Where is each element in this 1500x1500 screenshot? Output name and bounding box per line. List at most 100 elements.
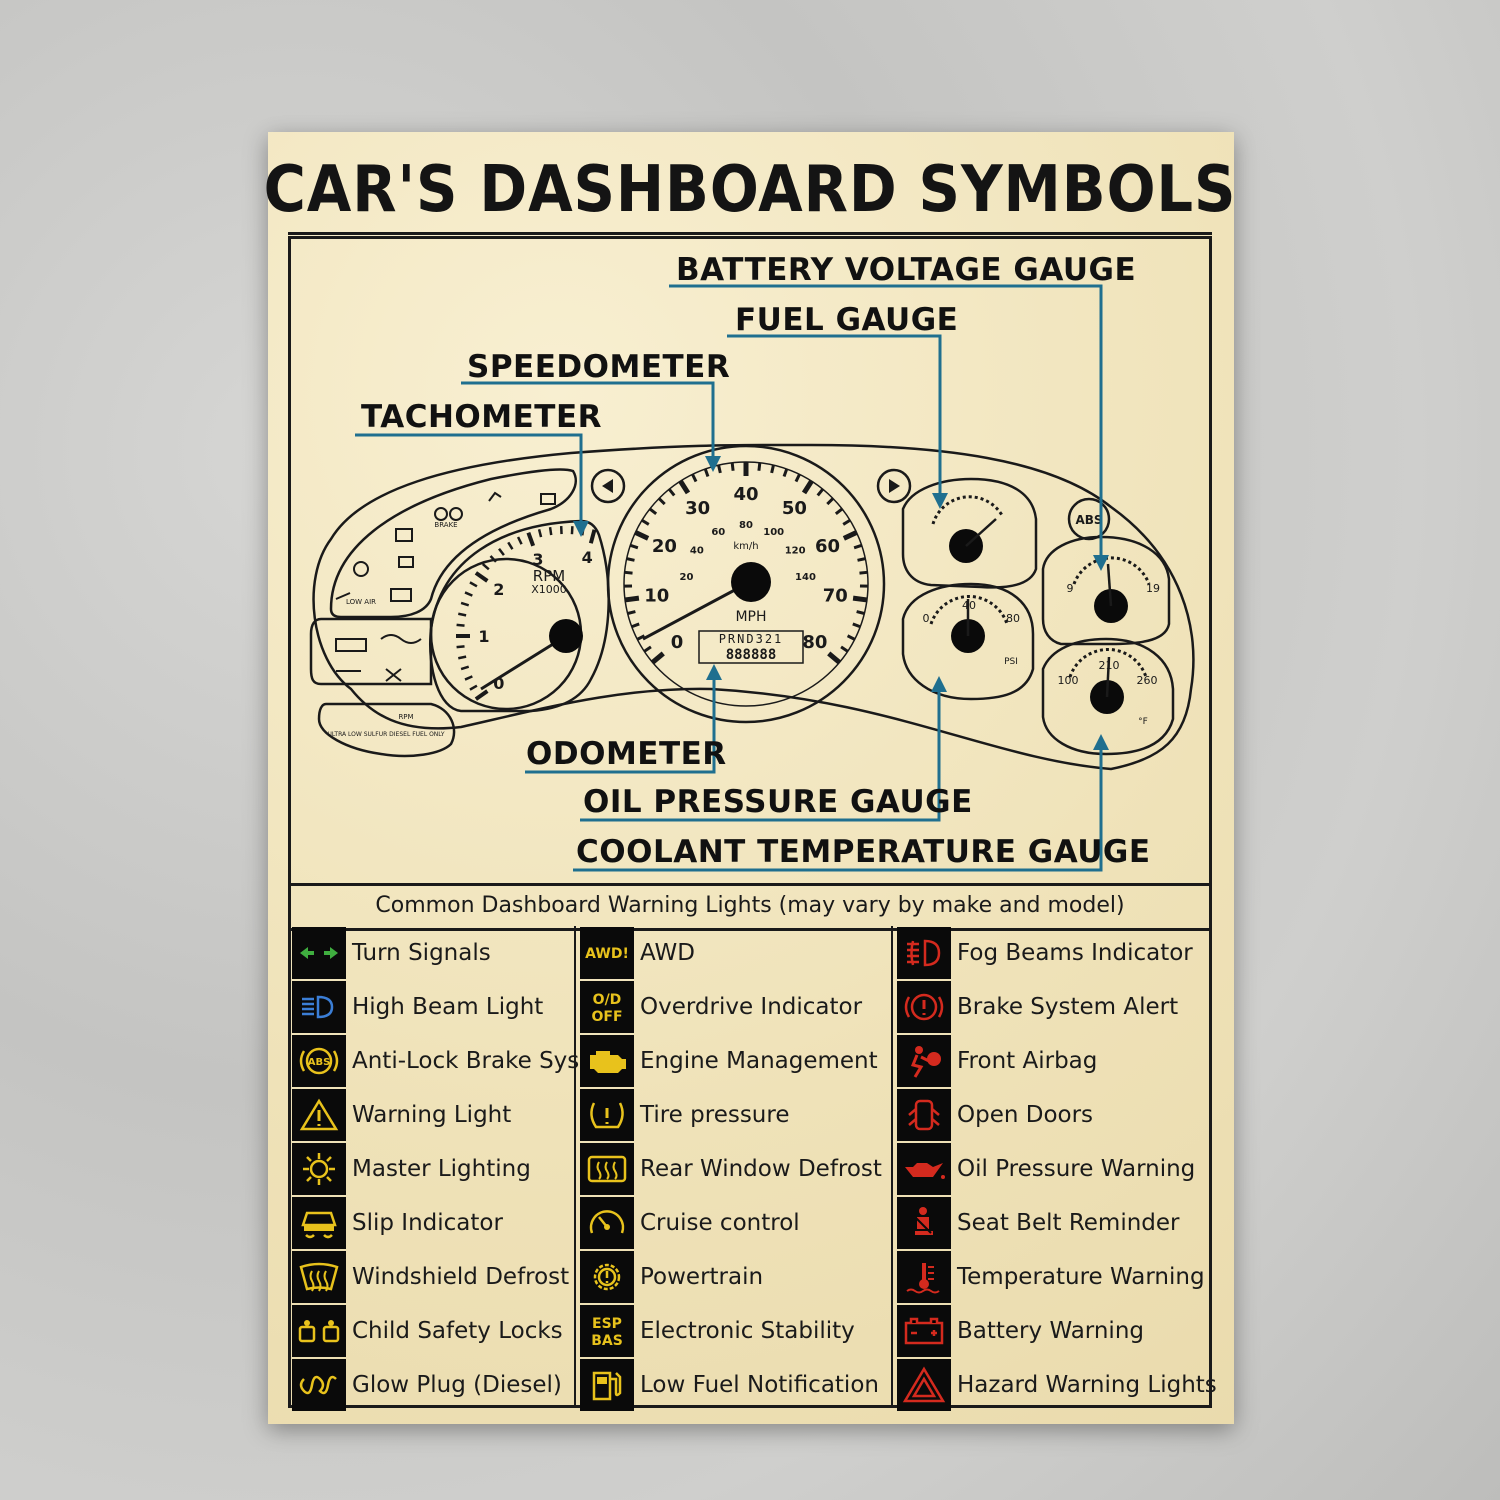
- rpm-multiplier: X1000: [531, 583, 567, 596]
- left-warning-panel: [329, 468, 577, 619]
- warning-label: Electronic Stability: [640, 1318, 855, 1344]
- speedometer-tick: [834, 507, 844, 515]
- kmh-label: 20: [680, 572, 694, 583]
- speedometer-tick: [842, 518, 851, 526]
- speedometer-tick: [816, 488, 824, 497]
- warning-label: Low Fuel Notification: [640, 1372, 879, 1398]
- warning-row: Windshield Defrost: [292, 1250, 569, 1304]
- powertrain-icon: [580, 1251, 634, 1303]
- svg-text:AWD!: AWD!: [585, 946, 629, 962]
- tachometer-tick: [489, 555, 497, 563]
- mph-unit: MPH: [735, 609, 766, 625]
- callout-speedometer: SPEEDOMETER: [467, 349, 731, 385]
- svg-text:ESP: ESP: [592, 1316, 622, 1332]
- panel-diesel: ULTRA LOW SULFUR DIESEL FUEL ONLY: [328, 731, 445, 738]
- speedometer-tick: [856, 610, 865, 615]
- speedometer-label: 30: [685, 498, 710, 519]
- speedometer-tick: [857, 557, 866, 562]
- brake-alert-icon: [897, 981, 951, 1033]
- warning-label: Child Safety Locks: [352, 1318, 563, 1344]
- tachometer-tick: [456, 623, 465, 627]
- speedometer-label: 80: [802, 632, 827, 653]
- warning-label: Slip Indicator: [352, 1210, 503, 1236]
- warning-label: Tire pressure: [640, 1102, 790, 1128]
- warning-label: High Beam Light: [352, 994, 544, 1020]
- warning-label: Seat Belt Reminder: [957, 1210, 1180, 1236]
- cruise-control-icon: [580, 1197, 634, 1249]
- warning-row: Battery Warning: [897, 1304, 1144, 1358]
- callout-battery-voltage: BATTERY VOLTAGE GAUGE: [676, 252, 1137, 288]
- warning-row: High Beam Light: [292, 980, 543, 1034]
- temperature-icon: [897, 1251, 951, 1303]
- warning-label: Front Airbag: [957, 1048, 1098, 1074]
- warning-label: Open Doors: [957, 1102, 1094, 1128]
- warning-row: Brake System Alert: [897, 980, 1178, 1034]
- warning-triangle-icon: [292, 1089, 346, 1141]
- speedometer-tick: [650, 651, 665, 665]
- speedometer-tick: [648, 507, 658, 515]
- warning-row: Child Safety Locks: [292, 1304, 563, 1358]
- speedometer-tick: [827, 651, 842, 665]
- warning-row: Fog Beams Indicator: [897, 926, 1193, 980]
- tachometer-tick: [526, 531, 536, 547]
- warning-label: Powertrain: [640, 1264, 764, 1290]
- poster: [268, 132, 1234, 1424]
- tachometer-tick: [481, 563, 490, 571]
- speedometer-hub: [731, 562, 771, 602]
- speedometer-tick: [846, 634, 856, 641]
- warning-label: Oil Pressure Warning: [957, 1156, 1196, 1182]
- tachometer-tick: [537, 529, 543, 538]
- fuel-pump-icon: [580, 1359, 634, 1411]
- warning-label: Overdrive Indicator: [640, 994, 863, 1020]
- warning-label: Rear Window Defrost: [640, 1156, 882, 1182]
- poster-frame: [288, 236, 1212, 1408]
- speedometer-ticks: [623, 462, 869, 665]
- speedometer-label: 60: [815, 536, 840, 557]
- tachometer-tick: [588, 529, 597, 544]
- windshield-defrost-icon: [292, 1251, 346, 1303]
- speedometer-tick: [626, 557, 635, 562]
- tachometer-tick: [464, 591, 473, 597]
- speedometer-tick: [757, 462, 762, 471]
- speedometer-tick: [730, 462, 735, 471]
- warning-row: Turn Signals: [292, 926, 491, 980]
- oil-max: 80: [1006, 612, 1020, 625]
- engine-icon: [580, 1035, 634, 1087]
- tachometer-label: 2: [493, 580, 504, 599]
- tachometer-tick: [460, 601, 470, 607]
- callout-tachometer: TACHOMETER: [361, 399, 602, 435]
- callout-oil-pressure: OIL PRESSURE GAUGE: [583, 784, 973, 820]
- temp-unit: °F: [1138, 717, 1148, 727]
- svg-text:OFF: OFF: [591, 1009, 622, 1025]
- warning-row: Rear Window Defrost: [580, 1142, 882, 1196]
- speedometer-tick: [840, 645, 849, 653]
- tachometer-label: 3: [532, 550, 543, 569]
- column-divider: [574, 926, 576, 1408]
- open-doors-icon: [897, 1089, 951, 1141]
- svg-text:ABS: ABS: [1075, 513, 1102, 527]
- oil-can-icon: [897, 1143, 951, 1195]
- tachometer-hub: [549, 619, 583, 653]
- speedometer-tick: [703, 468, 710, 478]
- warning-lights-heading: Common Dashboard Warning Lights (may var…: [291, 883, 1209, 931]
- warning-row: Powertrain: [580, 1250, 763, 1304]
- speedometer-tick: [770, 464, 775, 474]
- warning-row: Hazard Warning Lights: [897, 1358, 1217, 1412]
- warning-row: Temperature Warning: [897, 1250, 1205, 1304]
- awd-icon: AWD!: [580, 927, 634, 979]
- speedometer-tick: [631, 622, 640, 629]
- tachometer-tick: [469, 581, 478, 588]
- speedometer-tick: [668, 488, 676, 497]
- glow-plug-icon: [292, 1359, 346, 1411]
- tachometer-label: 1: [478, 627, 489, 646]
- hazard-icon: [897, 1359, 951, 1411]
- speedometer-tick: [794, 473, 801, 483]
- speedometer-label: 0: [671, 632, 684, 653]
- tachometer-tick: [498, 547, 505, 556]
- warning-row: Oil Pressure Warning: [897, 1142, 1195, 1196]
- kmh-label: 80: [739, 520, 753, 531]
- airbag-icon: [897, 1035, 951, 1087]
